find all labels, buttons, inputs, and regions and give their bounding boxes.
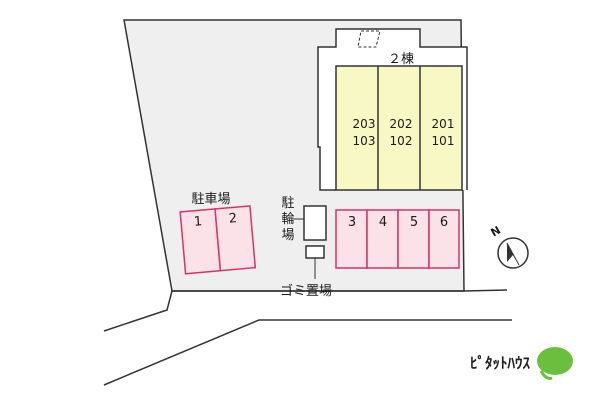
parking-space-6 xyxy=(428,209,460,269)
entrance-marker xyxy=(357,30,381,48)
brand-logo: ﾋﾟﾀｯﾄﾊｳｽ xyxy=(470,347,573,380)
brand-text: ﾋﾟﾀｯﾄﾊｳｽ xyxy=(470,354,531,372)
unit-label-lower: 103 xyxy=(353,134,376,148)
parking-number: 6 xyxy=(440,215,448,230)
unit-label-lower: 102 xyxy=(390,134,413,148)
garbage-label: ゴミ置場 xyxy=(280,283,332,299)
unit-label-upper: 201 xyxy=(432,117,455,131)
units-block xyxy=(335,65,463,191)
unit-label-upper: 202 xyxy=(390,117,413,131)
parking-space-2 xyxy=(214,205,257,272)
parking-number: 3 xyxy=(348,215,356,230)
parking-left-group: 1 2 xyxy=(179,205,257,275)
parking-number: 4 xyxy=(379,215,387,230)
parking-space-5 xyxy=(397,209,430,269)
road-edge-lower xyxy=(103,319,512,386)
bicycle-label: 駐 xyxy=(281,196,294,211)
leaf-icon xyxy=(537,347,573,375)
bicycle-label: 場 xyxy=(281,228,294,243)
parking-number: 2 xyxy=(228,211,238,227)
road-edge-upper xyxy=(103,289,508,332)
unit-label-upper: 203 xyxy=(353,117,376,131)
bicycle-shed xyxy=(303,205,327,241)
building-name: ２棟 xyxy=(388,52,414,67)
bicycle-label: 輪 xyxy=(281,211,294,227)
north-label: N xyxy=(489,224,503,240)
parking-number: 1 xyxy=(193,214,203,230)
unit-label-lower: 101 xyxy=(432,134,455,148)
north-compass: N xyxy=(489,224,529,269)
parking-number: 5 xyxy=(410,215,418,230)
parking-label: 駐車場 xyxy=(191,192,230,207)
parking-space-4 xyxy=(366,209,399,269)
garbage-box xyxy=(305,245,325,259)
